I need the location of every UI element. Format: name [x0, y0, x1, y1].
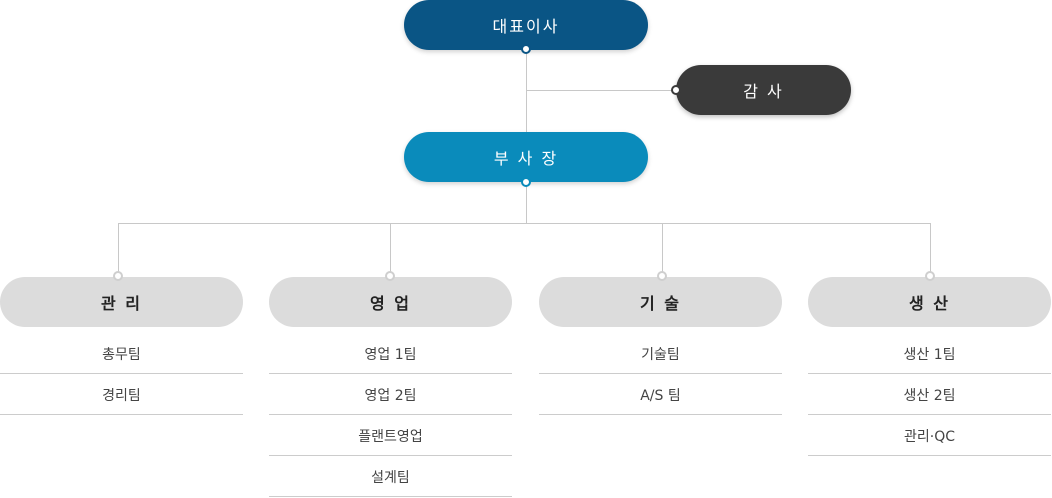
dept-label: 관 리	[100, 294, 142, 313]
dept-label: 기 술	[639, 294, 681, 313]
dept-connector-dot	[657, 271, 667, 281]
team-label: 설계팀	[371, 469, 410, 486]
team-label: 생산 2팀	[903, 387, 956, 404]
team-label: 영업 2팀	[364, 387, 417, 404]
auditor-node: 감 사	[676, 65, 851, 115]
dept-production: 생 산	[808, 277, 1051, 327]
connector-dept-2	[390, 223, 391, 277]
ceo-node: 대표이사	[404, 0, 648, 50]
connector-auditor	[526, 90, 676, 91]
dept-sales: 영 업	[269, 277, 512, 327]
team-label: 생산 1팀	[903, 346, 956, 363]
auditor-label: 감 사	[743, 82, 784, 101]
team-label: 기술팀	[641, 346, 680, 363]
dept-label: 영 업	[369, 294, 411, 313]
team-item: 경리팀	[0, 375, 243, 415]
team-label: 경리팀	[102, 387, 141, 404]
connector-horizontal	[118, 223, 931, 224]
vice-president-label: 부 사 장	[493, 149, 559, 168]
team-label: 관리·QC	[903, 428, 955, 445]
dept-connector-dot	[113, 271, 123, 281]
team-item: 생산 2팀	[808, 375, 1051, 415]
auditor-connector-dot	[671, 85, 681, 95]
team-item: 생산 1팀	[808, 334, 1051, 374]
team-item: 영업 1팀	[269, 334, 512, 374]
dept-connector-dot	[925, 271, 935, 281]
team-label: 플랜트영업	[358, 428, 423, 445]
team-item: 관리·QC	[808, 416, 1051, 456]
ceo-label: 대표이사	[492, 17, 560, 36]
team-item: 영업 2팀	[269, 375, 512, 415]
connector-vp-down	[526, 182, 527, 223]
team-label: A/S 팀	[640, 387, 681, 404]
vp-connector-dot	[521, 177, 531, 187]
connector-dept-1	[118, 223, 119, 277]
team-label: 총무팀	[102, 346, 141, 363]
ceo-connector-dot	[521, 44, 531, 54]
team-item: 기술팀	[539, 334, 782, 374]
team-item: A/S 팀	[539, 375, 782, 415]
team-label: 영업 1팀	[364, 346, 417, 363]
dept-management: 관 리	[0, 277, 243, 327]
team-item: 플랜트영업	[269, 416, 512, 456]
dept-label: 생 산	[908, 294, 950, 313]
connector-ceo-vp	[526, 50, 527, 132]
connector-dept-3	[662, 223, 663, 277]
connector-dept-4	[930, 223, 931, 277]
dept-technology: 기 술	[539, 277, 782, 327]
team-item: 총무팀	[0, 334, 243, 374]
team-item: 설계팀	[269, 457, 512, 497]
vice-president-node: 부 사 장	[404, 132, 648, 182]
dept-connector-dot	[385, 271, 395, 281]
